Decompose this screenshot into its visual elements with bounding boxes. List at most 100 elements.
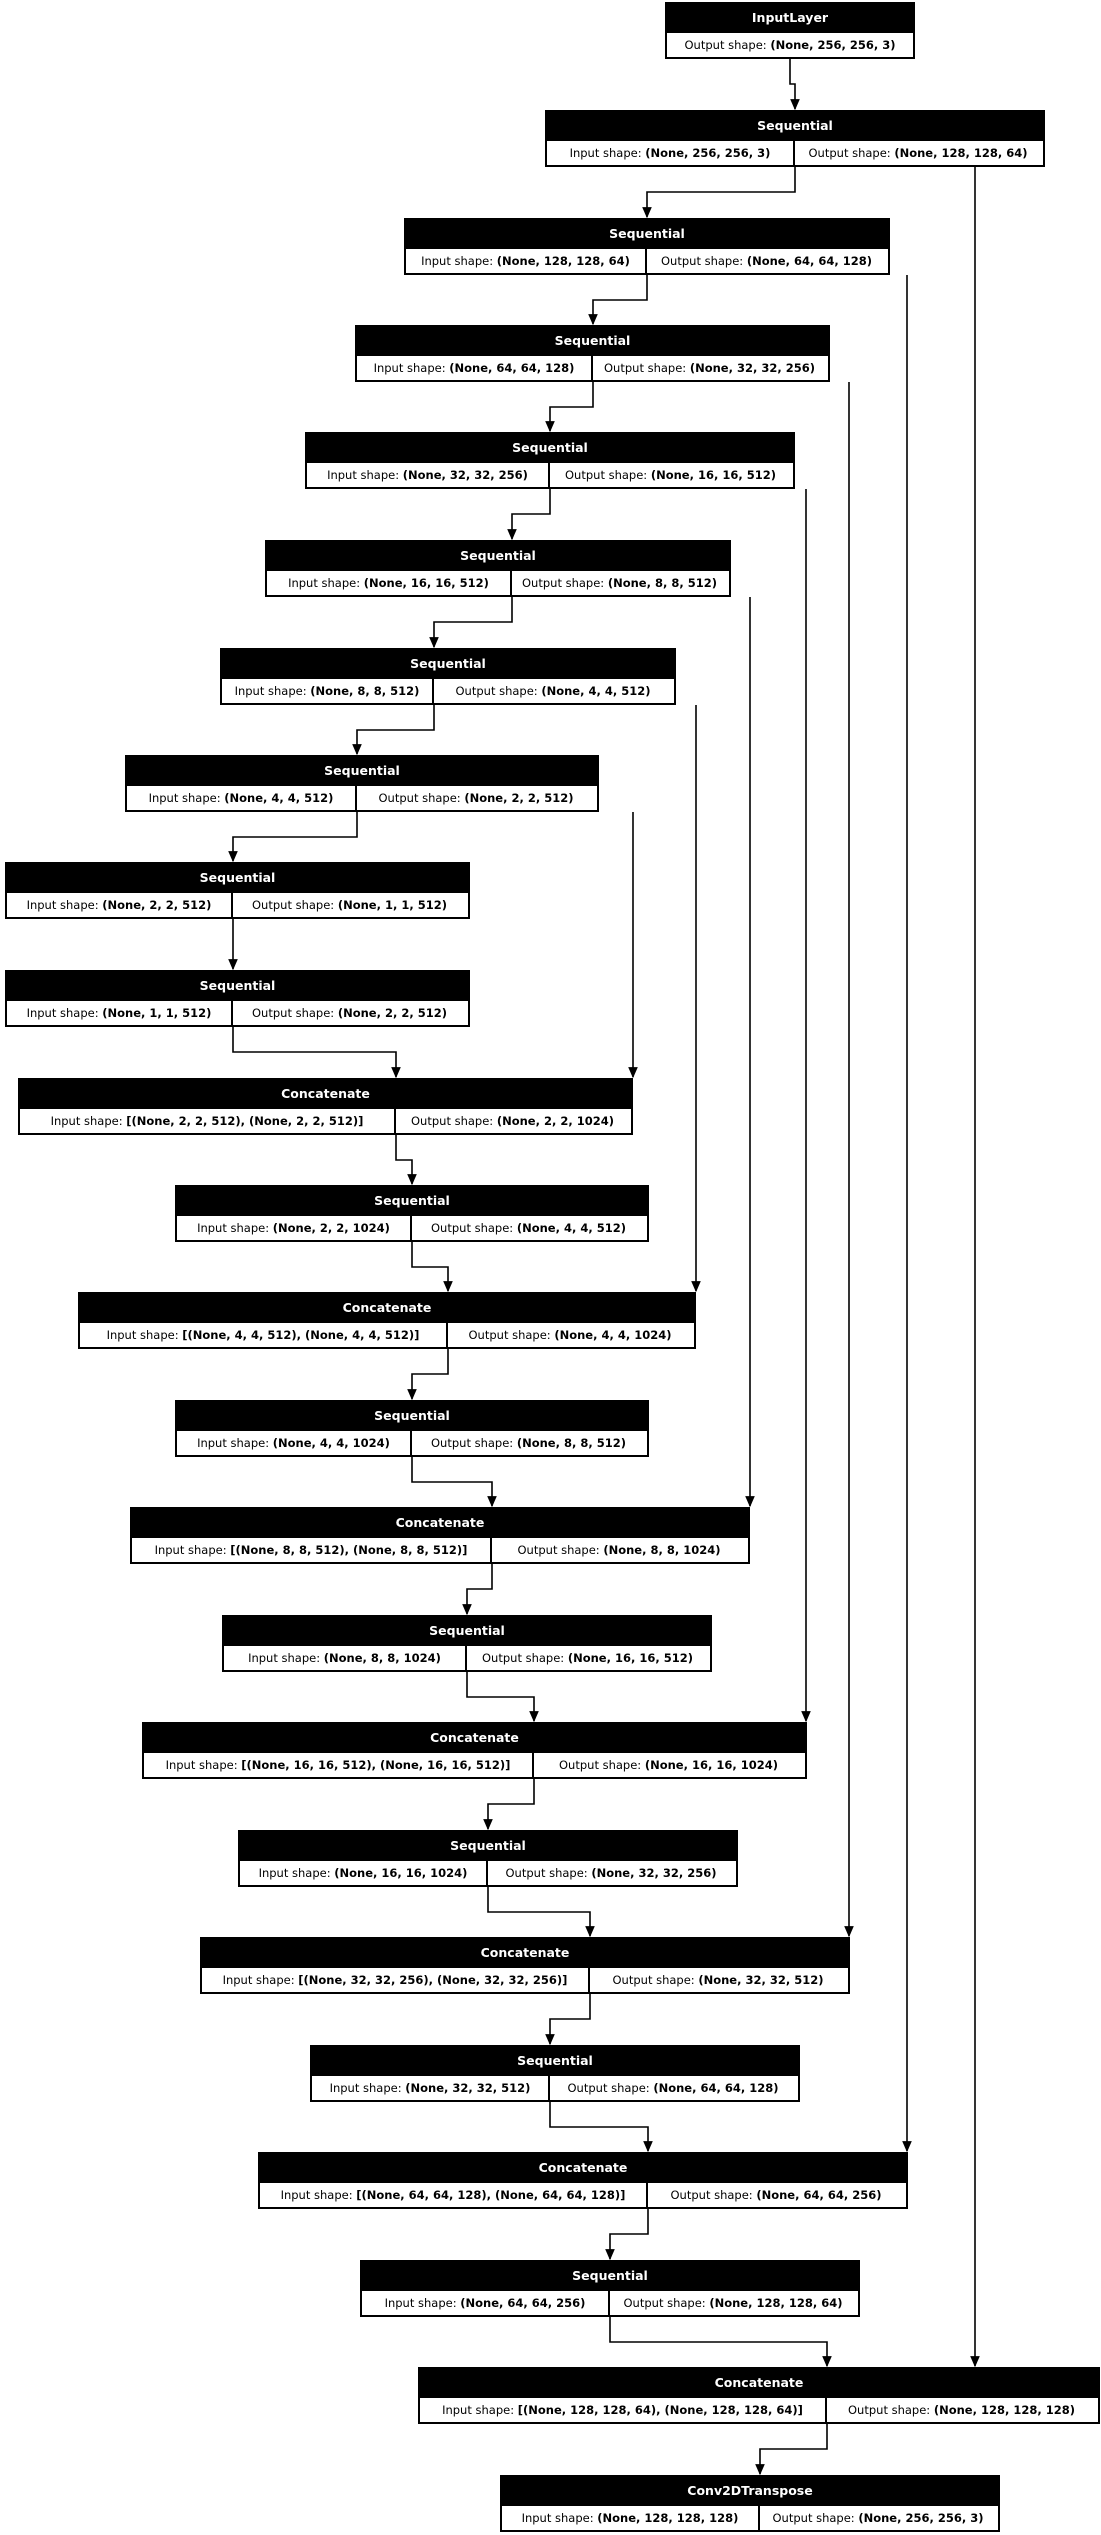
input-shape-value: (None, 1, 1, 512): [102, 1006, 212, 1020]
input-shape-value: (None, 32, 32, 256): [402, 468, 528, 482]
input-shape-label: Input shape:: [197, 1221, 270, 1235]
output-shape-label: Output shape:: [848, 2403, 931, 2417]
output-shape-cell: Output shape: (None, 128, 128, 64): [795, 141, 1041, 165]
output-shape-cell: Output shape: (None, 1, 1, 512): [233, 893, 466, 917]
node-title: Sequential: [177, 1187, 647, 1214]
output-shape-label: Output shape:: [565, 468, 648, 482]
input-shape-cell: Input shape: (None, 32, 32, 256): [307, 463, 550, 487]
input-shape-value: [(None, 4, 4, 512), (None, 4, 4, 512)]: [182, 1328, 420, 1342]
edge-main: [407, 1349, 449, 1401]
output-shape-cell: Output shape: (None, 4, 4, 1024): [448, 1323, 692, 1347]
output-shape-cell: Output shape: (None, 4, 4, 512): [434, 679, 672, 703]
node-shape-row: Input shape: (None, 64, 64, 256)Output s…: [362, 2289, 858, 2315]
output-shape-cell: Output shape: (None, 4, 4, 512): [412, 1216, 645, 1240]
node-title: Sequential: [362, 2262, 858, 2289]
output-shape-label: Output shape:: [684, 38, 767, 52]
edge-main: [483, 1779, 535, 1831]
input-shape-cell: Input shape: [(None, 32, 32, 256), (None…: [202, 1968, 590, 1992]
output-shape-label: Output shape:: [455, 684, 538, 698]
output-shape-value: (None, 256, 256, 3): [770, 38, 896, 52]
output-shape-label: Output shape:: [431, 1221, 514, 1235]
node-title: Conv2DTranspose: [502, 2477, 998, 2504]
input-shape-label: Input shape:: [288, 576, 361, 590]
node-title: Concatenate: [202, 1939, 848, 1966]
node-title: Sequential: [547, 112, 1043, 139]
output-shape-value: (None, 16, 16, 512): [650, 468, 776, 482]
input-shape-label: Input shape:: [280, 2188, 353, 2202]
node-title: Sequential: [312, 2047, 798, 2074]
output-shape-cell: Output shape: (None, 32, 32, 256): [488, 1861, 734, 1885]
output-shape-cell: Output shape: (None, 64, 64, 128): [550, 2076, 796, 2100]
output-shape-label: Output shape:: [567, 2081, 650, 2095]
input-shape-cell: Input shape: (None, 32, 32, 512): [312, 2076, 550, 2100]
input-shape-cell: Input shape: (None, 16, 16, 512): [267, 571, 512, 595]
output-shape-label: Output shape:: [252, 898, 335, 912]
output-shape-label: Output shape:: [411, 1114, 494, 1128]
output-shape-label: Output shape:: [772, 2511, 855, 2525]
input-shape-label: Input shape:: [329, 2081, 402, 2095]
output-shape-label: Output shape:: [612, 1973, 695, 1987]
output-shape-value: (None, 128, 128, 64): [709, 2296, 843, 2310]
output-shape-label: Output shape:: [505, 1866, 588, 1880]
output-shape-value: (None, 4, 4, 1024): [554, 1328, 672, 1342]
input-shape-cell: Input shape: (None, 64, 64, 128): [357, 356, 593, 380]
output-shape-cell: Output shape: (None, 2, 2, 512): [233, 1001, 466, 1025]
input-shape-label: Input shape:: [222, 1973, 295, 1987]
output-shape-cell: Output shape: (None, 2, 2, 1024): [396, 1109, 629, 1133]
edge-main: [609, 2317, 832, 2368]
input-shape-label: Input shape:: [258, 1866, 331, 1880]
node-title: Sequential: [7, 864, 468, 891]
output-shape-label: Output shape:: [482, 1651, 565, 1665]
input-shape-cell: Input shape: (None, 16, 16, 1024): [240, 1861, 488, 1885]
node-title: Concatenate: [132, 1509, 748, 1536]
output-shape-value: (None, 32, 32, 512): [698, 1973, 824, 1987]
input-shape-cell: Input shape: (None, 2, 2, 512): [7, 893, 233, 917]
node-shape-row: Input shape: (None, 32, 32, 512)Output s…: [312, 2074, 798, 2100]
input-shape-label: Input shape:: [148, 791, 221, 805]
input-shape-cell: Input shape: (None, 4, 4, 1024): [177, 1431, 412, 1455]
input-shape-value: (None, 16, 16, 512): [363, 576, 489, 590]
edge-main: [545, 1994, 591, 2046]
output-shape-cell: Output shape: (None, 16, 16, 512): [550, 463, 791, 487]
output-shape-label: Output shape:: [517, 1543, 600, 1557]
edge-main: [411, 1242, 453, 1293]
node-title: Sequential: [7, 972, 468, 999]
edge-main: [507, 489, 551, 541]
input-shape-cell: Input shape: (None, 1, 1, 512): [7, 1001, 233, 1025]
input-shape-value: (None, 4, 4, 1024): [272, 1436, 390, 1450]
output-shape-value: (None, 2, 2, 1024): [496, 1114, 614, 1128]
input-shape-label: Input shape:: [327, 468, 400, 482]
node-shape-row: Input shape: [(None, 4, 4, 512), (None, …: [80, 1321, 694, 1347]
input-shape-label: Input shape:: [521, 2511, 594, 2525]
input-shape-value: (None, 16, 16, 1024): [334, 1866, 468, 1880]
node-shape-row: Input shape: [(None, 16, 16, 512), (None…: [144, 1751, 805, 1777]
edge-main: [545, 382, 594, 433]
input-shape-cell: Input shape: (None, 8, 8, 1024): [224, 1646, 467, 1670]
node-shape-row: Input shape: [(None, 128, 128, 64), (Non…: [420, 2396, 1098, 2422]
input-shape-cell: Input shape: (None, 8, 8, 512): [222, 679, 434, 703]
